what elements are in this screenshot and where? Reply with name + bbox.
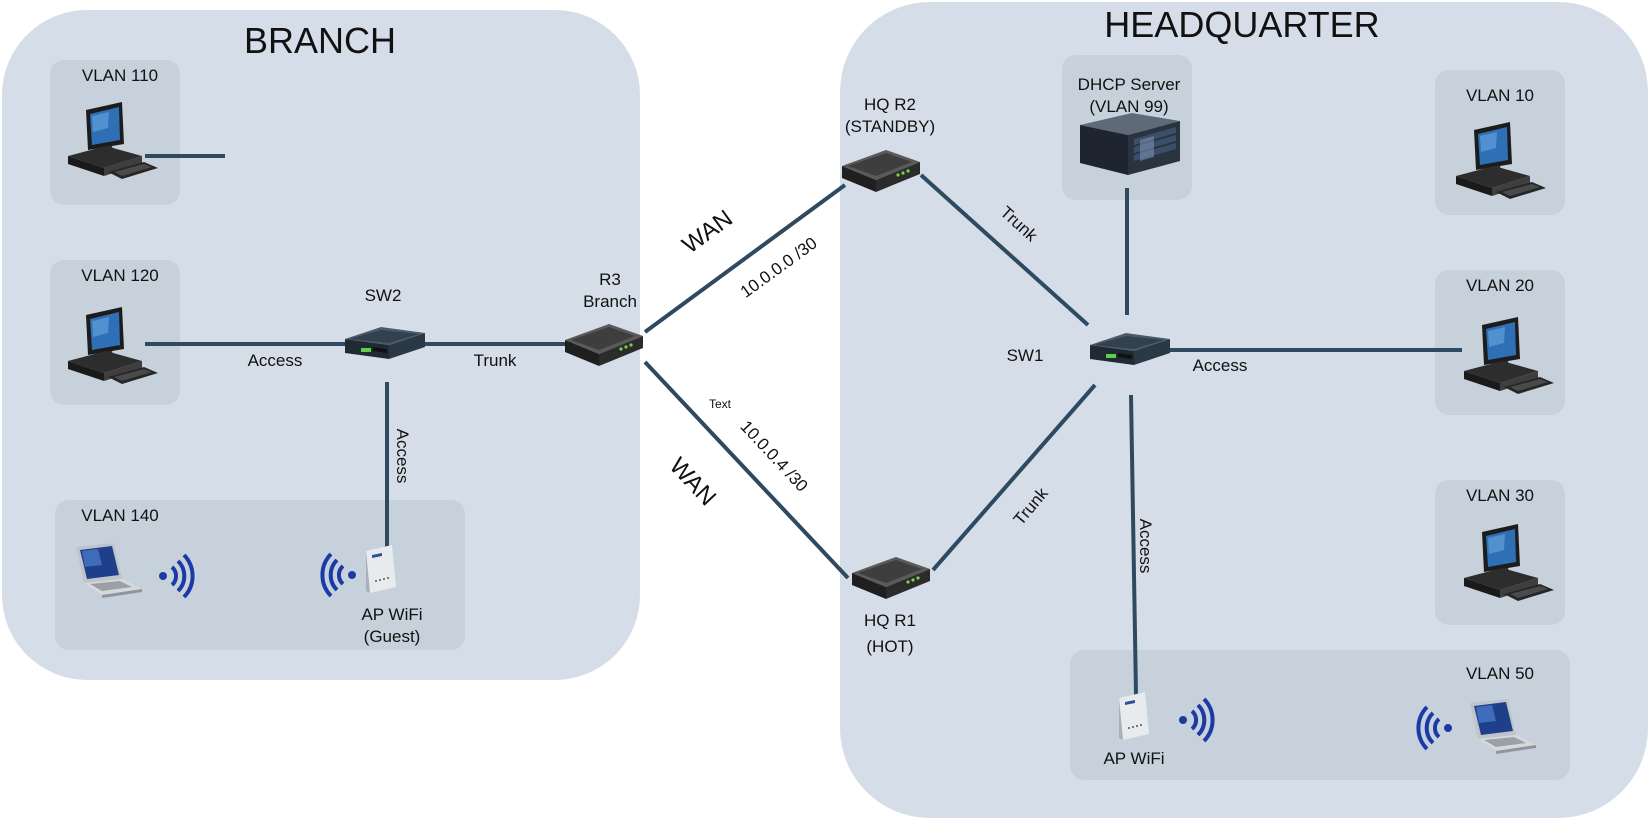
branch-title: BRANCH <box>244 20 396 61</box>
link-r1-sw1 <box>931 383 1097 572</box>
wan-text-note: Text <box>709 397 732 411</box>
hq-r2-label-line2: (STANDBY) <box>845 117 935 136</box>
ap-guest-icon[interactable] <box>366 545 396 593</box>
hq-r1-label-line1: HQ R1 <box>864 611 916 630</box>
hq-r2-label-line1: HQ R2 <box>864 95 916 114</box>
wan-upper-label: WAN <box>677 205 737 259</box>
hq-access-label: Access <box>1193 356 1248 375</box>
vlan140-wifi-signal-icon <box>159 553 195 599</box>
vlan140-zone <box>55 500 465 650</box>
sw2-label: SW2 <box>365 286 402 305</box>
vlan120-label: VLAN 120 <box>81 266 159 285</box>
wan-lower-subnet: 10.0.0.4 /30 <box>736 417 811 496</box>
r3-label-line1: R3 <box>599 270 621 289</box>
ap-hq-wifi-signal-icon <box>1179 697 1215 743</box>
vlan10-label: VLAN 10 <box>1466 86 1534 105</box>
hq-r1-label-line2: (HOT) <box>866 637 913 656</box>
vlan20-label: VLAN 20 <box>1466 276 1534 295</box>
r3-label-line2: Branch <box>583 292 637 311</box>
ap-hq-icon[interactable] <box>1119 692 1149 740</box>
vlan110-label: VLAN 110 <box>82 66 158 85</box>
ap-guest-label-line1: AP WiFi <box>361 605 422 624</box>
hq-access-vertical-label: Access <box>1136 519 1155 574</box>
hq-title: HEADQUARTER <box>1104 4 1379 45</box>
branch-access-label: Access <box>248 351 303 370</box>
ap-hq-label: AP WiFi <box>1103 749 1164 768</box>
vlan140-label: VLAN 140 <box>81 506 159 525</box>
dhcp-label-line2: (VLAN 99) <box>1089 97 1168 116</box>
link-r2-sw1 <box>919 173 1090 327</box>
wan-upper-subnet: 10.0.0.0 /30 <box>737 233 821 301</box>
branch-trunk-label: Trunk <box>474 351 517 370</box>
ap-guest-wifi-signal-icon <box>320 552 356 598</box>
link-r3-r1 <box>643 360 850 580</box>
wan-lower-label: WAN <box>664 453 721 512</box>
link-r3-r2 <box>643 183 847 334</box>
vlan30-label: VLAN 30 <box>1466 486 1534 505</box>
branch-access-vertical-label: Access <box>393 429 412 484</box>
vlan50-wifi-signal-icon <box>1416 705 1452 751</box>
dhcp-label-line1: DHCP Server <box>1078 75 1181 94</box>
vlan50-label: VLAN 50 <box>1466 664 1534 683</box>
link-sw1-ap <box>1129 394 1138 696</box>
ap-guest-label-line2: (Guest) <box>364 627 421 646</box>
vlan50-zone <box>1070 650 1570 780</box>
sw1-label: SW1 <box>1007 346 1044 365</box>
